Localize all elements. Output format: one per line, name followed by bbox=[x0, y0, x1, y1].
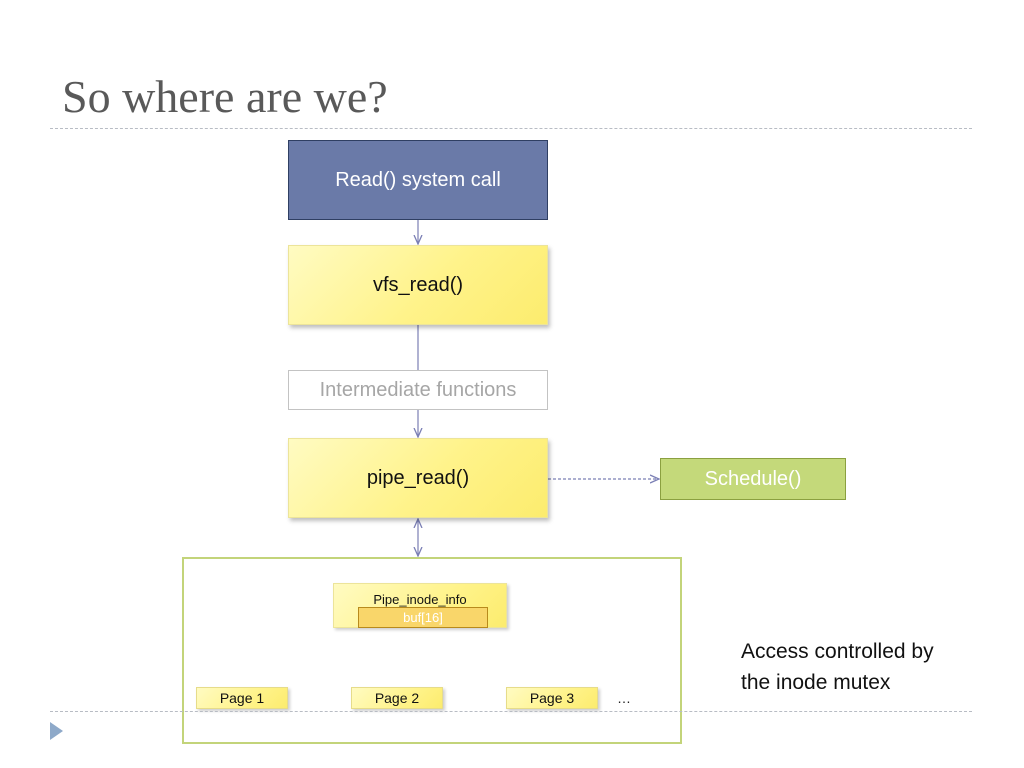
pipe-read-box: pipe_read() bbox=[288, 438, 548, 518]
read-system-call-box: Read() system call bbox=[288, 140, 548, 220]
page-2-box: Page 2 bbox=[351, 687, 443, 709]
footer-divider bbox=[50, 711, 972, 712]
slide-title: So where are we? bbox=[62, 71, 388, 122]
schedule-box: Schedule() bbox=[660, 458, 846, 500]
buf-array-box: buf[16] bbox=[358, 607, 488, 628]
access-note-line-2: the inode mutex bbox=[741, 671, 891, 694]
access-note: Access controlled by the inode mutex bbox=[741, 636, 934, 698]
triangle-bullet-icon bbox=[50, 722, 63, 740]
pipe-inode-info-label: Pipe_inode_info bbox=[373, 592, 467, 607]
page-3-box: Page 3 bbox=[506, 687, 598, 709]
title-divider bbox=[50, 128, 972, 129]
access-note-line-1: Access controlled by bbox=[741, 640, 934, 663]
vfs-read-box: vfs_read() bbox=[288, 245, 548, 325]
intermediate-functions-box: Intermediate functions bbox=[288, 370, 548, 410]
more-pages-ellipsis: … bbox=[617, 690, 631, 706]
page-1-box: Page 1 bbox=[196, 687, 288, 709]
